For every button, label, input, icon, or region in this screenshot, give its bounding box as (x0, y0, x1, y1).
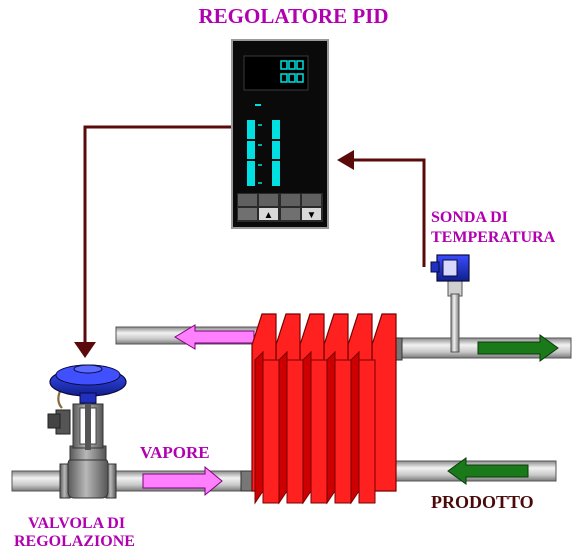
bargraph-pv (247, 120, 255, 186)
product-out-arrow (477, 334, 559, 362)
steam-label: VAPORE (140, 443, 210, 462)
temperature-probe (430, 254, 470, 353)
signal-arrowhead-valve (74, 342, 96, 358)
key-down: ▼ (307, 210, 317, 221)
product-label: PRODOTTO (431, 492, 534, 512)
heat-exchanger (240, 313, 403, 505)
sensor-label-line2: TEMPERATURA (431, 229, 556, 246)
sensor-label-line1: SONDA DI (431, 209, 508, 226)
controller-display (280, 60, 304, 83)
control-valve (47, 364, 127, 499)
product-in-arrow (447, 457, 529, 485)
signal-lines (83, 125, 426, 345)
diagram-title: REGOLATORE PID (198, 4, 389, 28)
bargraph-sp (272, 120, 280, 186)
pid-controller: ▲ ▼ (231, 39, 329, 229)
valve-label-line1: VALVOLA DI (28, 515, 126, 532)
key-up: ▲ (264, 210, 274, 221)
controller-keypad: ▲ ▼ (237, 193, 323, 222)
steam-flow-arrow (142, 465, 223, 497)
signal-arrowhead-controller (337, 150, 354, 170)
valve-label-line2: REGOLAZIONE (14, 533, 135, 550)
